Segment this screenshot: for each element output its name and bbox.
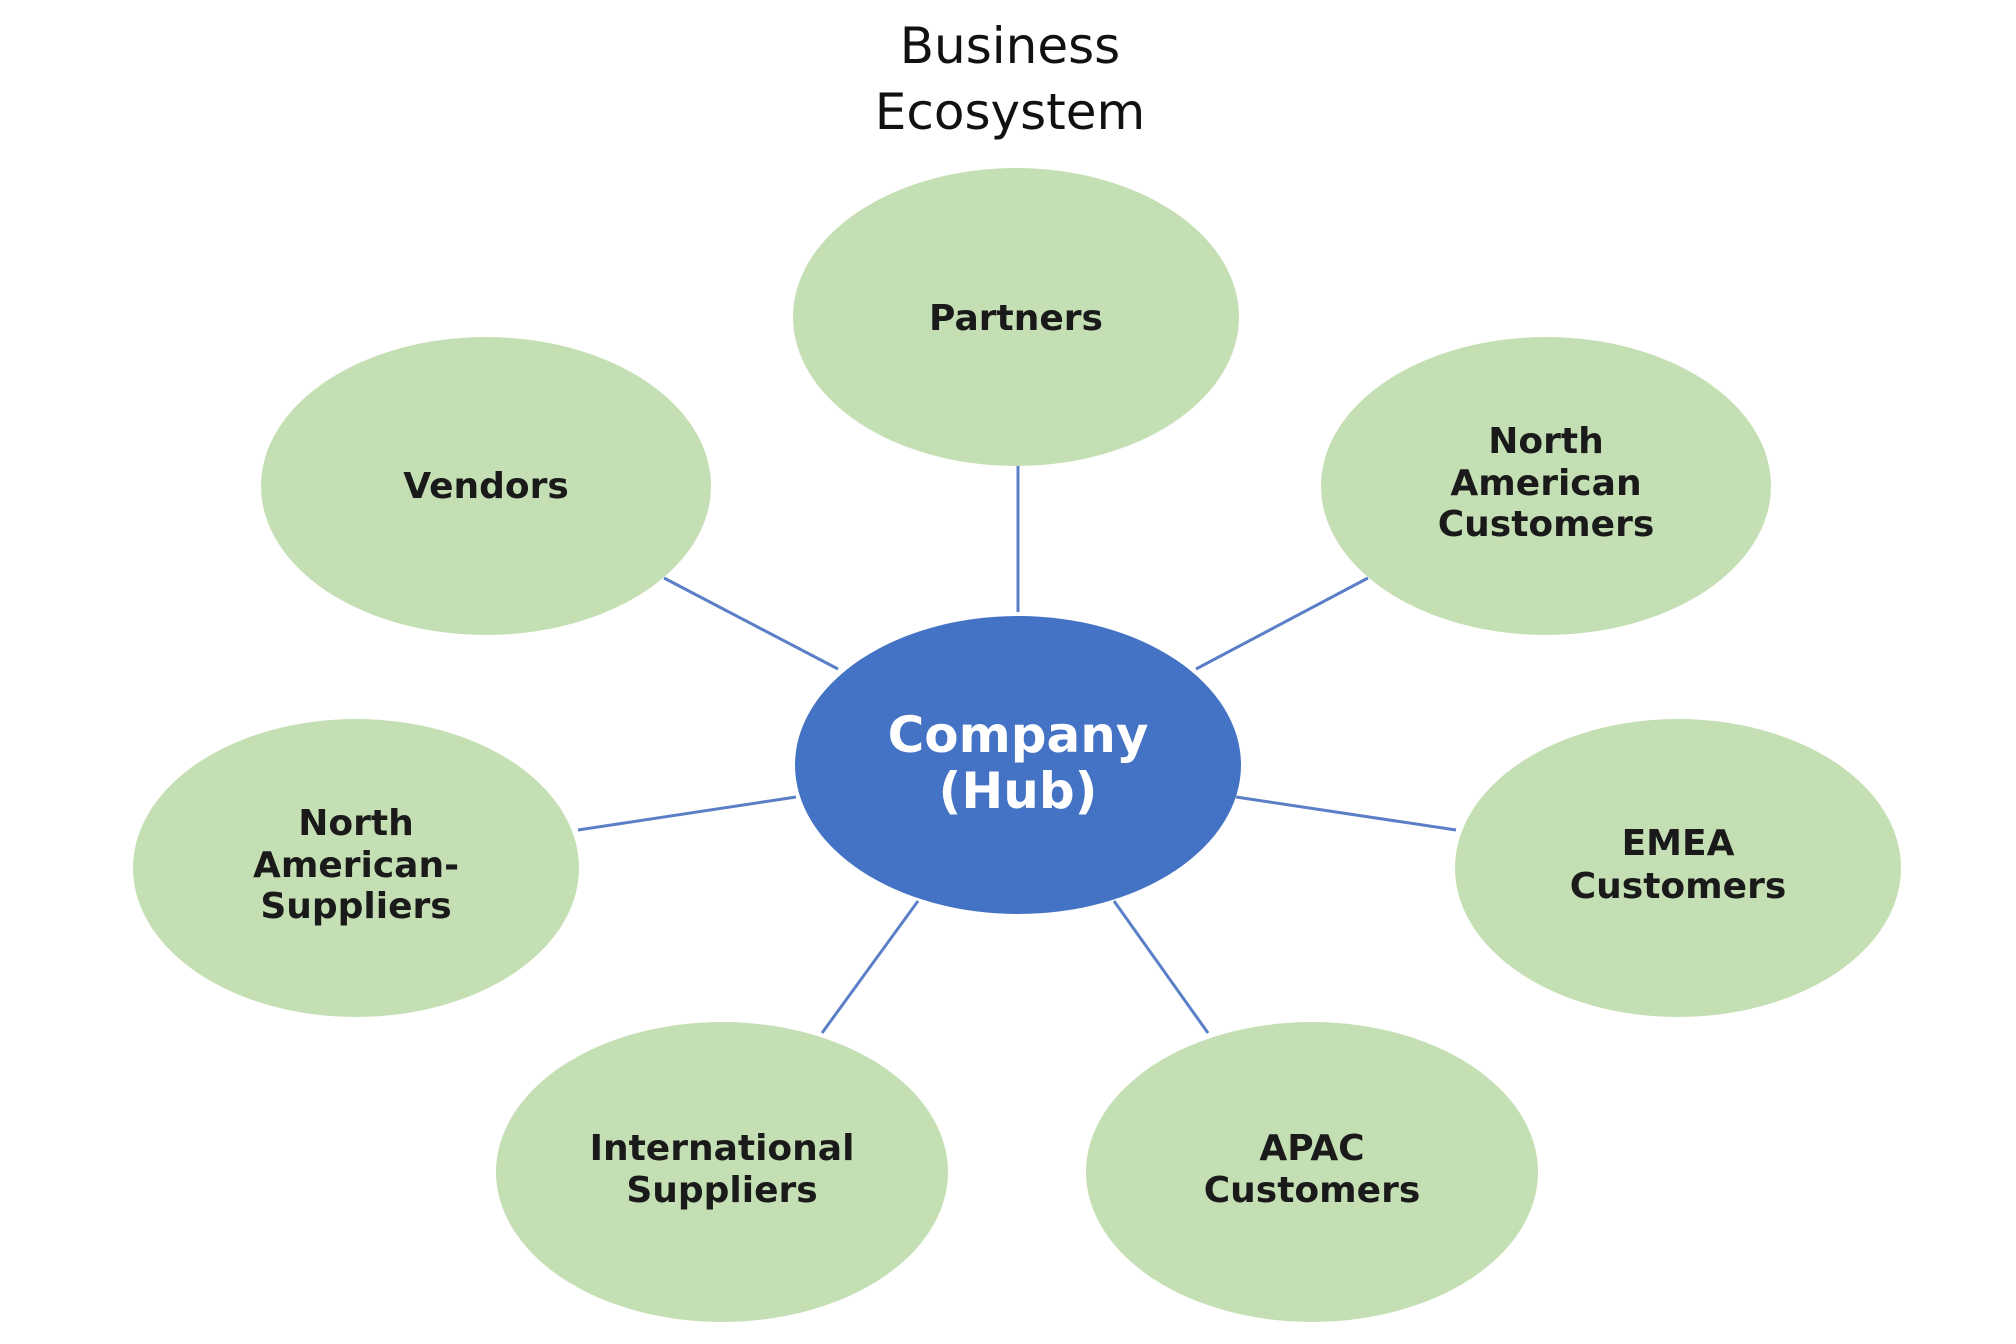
- connector-international-suppliers: [820, 900, 920, 1034]
- node-partners-shape: [793, 168, 1239, 466]
- connector-emea-customers: [1235, 795, 1457, 832]
- node-apac-customers-label-line-2: Customers: [1204, 1170, 1421, 1211]
- node-north-american-customers: North American Customers: [1321, 337, 1771, 635]
- node-emea-customers-label-line-2: Customers: [1570, 866, 1787, 907]
- node-international-suppliers-label-line-1: International: [590, 1128, 855, 1169]
- node-emea-customers: EMEA Customers: [1455, 719, 1901, 1017]
- node-partners-label: Partners: [929, 298, 1103, 339]
- node-north-american-suppliers: North American- Suppliers: [133, 719, 579, 1017]
- hub-node: Company (Hub): [795, 616, 1241, 914]
- node-international-suppliers-shape: [496, 1022, 948, 1322]
- node-north-american-customers-label-line-1: North: [1488, 421, 1603, 462]
- node-apac-customers-label-line-1: APAC: [1259, 1128, 1364, 1169]
- hub-label-line-2: (Hub): [939, 762, 1098, 820]
- connector-north-american-customers: [1195, 576, 1369, 671]
- node-north-american-suppliers-shape: [133, 719, 579, 1017]
- node-emea-customers-label-line-1: EMEA: [1622, 823, 1735, 864]
- node-vendors: Vendors: [261, 337, 711, 635]
- connector-north-american-suppliers: [577, 795, 797, 832]
- node-north-american-customers-label-line-2: American: [1450, 463, 1641, 504]
- connectors: [577, 466, 1457, 1034]
- node-north-american-customers-label-line-3: Customers: [1438, 504, 1655, 545]
- node-north-american-suppliers-label-line-3: Suppliers: [260, 886, 451, 927]
- hub-shape: [795, 616, 1241, 914]
- node-north-american-suppliers-label-line-1: North: [298, 803, 413, 844]
- node-north-american-customers-shape: [1321, 337, 1771, 635]
- node-emea-customers-shape: [1455, 719, 1901, 1017]
- node-international-suppliers-label-line-2: Suppliers: [626, 1170, 817, 1211]
- node-vendors-shape: [261, 337, 711, 635]
- node-north-american-suppliers-label-line-2: American-: [253, 845, 459, 886]
- connector-apac-customers: [1112, 900, 1210, 1034]
- connector-vendors: [663, 576, 839, 671]
- hub-label-line-1: Company: [888, 706, 1149, 764]
- node-apac-customers: APAC Customers: [1086, 1022, 1538, 1322]
- node-partners: Partners: [793, 168, 1239, 466]
- node-vendors-label: Vendors: [403, 466, 569, 507]
- node-apac-customers-shape: [1086, 1022, 1538, 1322]
- node-international-suppliers: International Suppliers: [496, 1022, 948, 1322]
- diagram-title-line-2: Ecosystem: [875, 83, 1145, 141]
- diagram-title-line-1: Business: [900, 17, 1120, 75]
